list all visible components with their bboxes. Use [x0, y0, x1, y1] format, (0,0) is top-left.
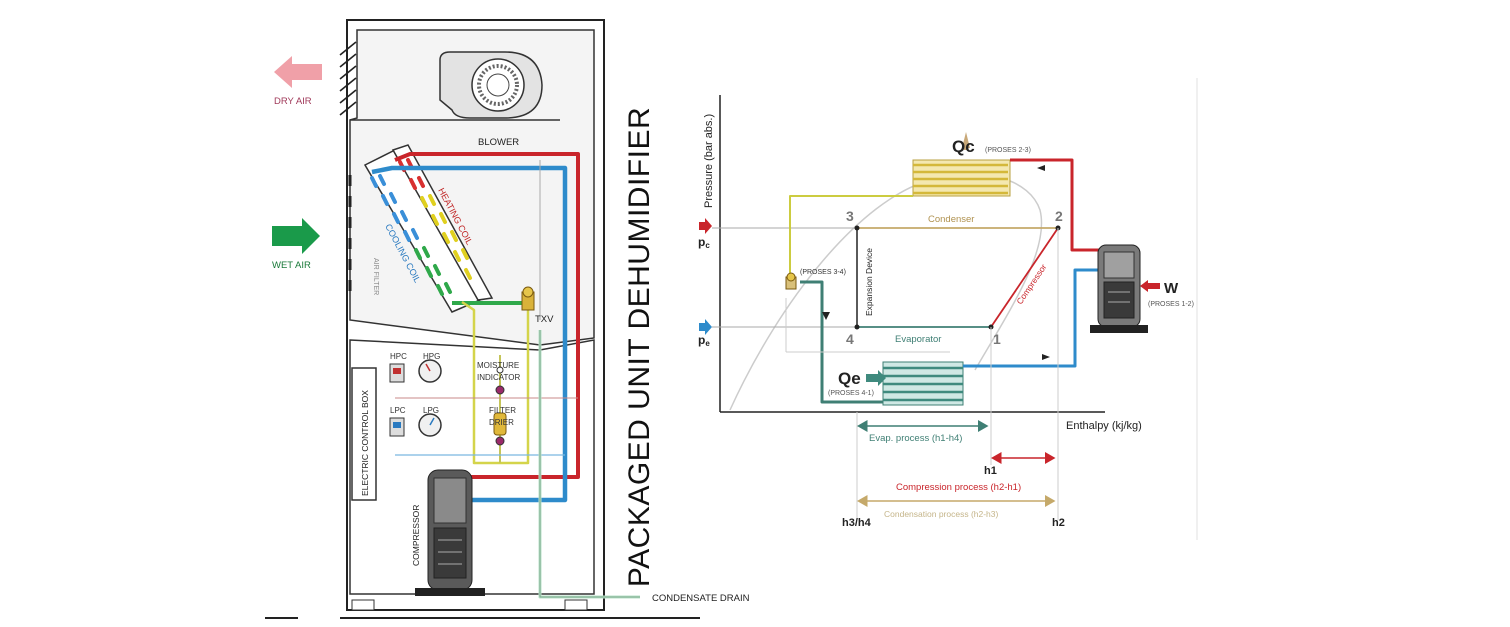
- point-3-label: 3: [846, 208, 854, 224]
- hpg-gauge-icon: [418, 359, 442, 383]
- expansion-valve-icon: [785, 272, 797, 290]
- pe-arrow: [699, 319, 712, 335]
- moisture-label-2: INDICATOR: [477, 373, 520, 382]
- lpg-gauge-icon: [418, 413, 442, 437]
- point-2-label: 2: [1055, 208, 1063, 224]
- moisture-indicator-icon: [495, 366, 505, 395]
- expansion-label: Expansion Device: [864, 248, 874, 316]
- txv-valve-icon: [521, 286, 535, 311]
- filter-drier-icon: [493, 412, 507, 446]
- hpc-switch-icon: [389, 363, 405, 383]
- ph-diagram: Pressure (bar abs.) Enthalpy (kj/kg) pc …: [698, 78, 1198, 540]
- dehumidifier-unit: DRY AIR WET AIR BLOWER: [265, 19, 750, 619]
- compression-process-label: Compression process (h2-h1): [896, 482, 1021, 493]
- txv-label: TXV: [535, 314, 554, 325]
- qe-label: Qe: [838, 369, 861, 388]
- y-axis-label: Pressure (bar abs.): [703, 114, 715, 208]
- filter-label-2: DRIER: [489, 418, 514, 427]
- cycle-loop: [785, 158, 1100, 404]
- blower-icon: [439, 51, 543, 119]
- x-axis-label: Enthalpy (kj/kg): [1066, 420, 1142, 432]
- h34-label: h3/h4: [842, 517, 872, 529]
- dry-air-label: DRY AIR: [274, 96, 312, 107]
- louvre-grille: [339, 41, 357, 116]
- blower-label: BLOWER: [478, 137, 519, 148]
- qe-note: (PROSES 4-1): [828, 390, 874, 397]
- qe-arrow: [866, 370, 886, 386]
- flow-arrow-3: [1042, 354, 1050, 360]
- lpc-label: LPC: [390, 406, 406, 415]
- w-arrow: [1140, 280, 1160, 292]
- page-title: PACKAGED UNIT DEHUMIDIFIER: [623, 106, 656, 588]
- condenser-label: Condenser: [928, 214, 974, 225]
- wet-air-arrow: [272, 218, 320, 254]
- refrigerant-piping: [371, 152, 640, 599]
- flow-arrow-2: [822, 312, 830, 320]
- w-label: W: [1164, 280, 1179, 297]
- pe-label: pe: [698, 333, 710, 348]
- lpc-switch-icon: [389, 417, 405, 437]
- air-filter-label: AIR FILTER: [372, 258, 379, 295]
- hpc-label: HPC: [390, 352, 407, 361]
- expansion-note: (PROSES 3-4): [800, 269, 846, 276]
- filter-label-1: FILTER: [489, 406, 516, 415]
- compressor-label: COMPRESSOR: [411, 505, 421, 566]
- condenser-coil-icon: [912, 159, 1011, 197]
- coil-assembly: [363, 144, 494, 313]
- flow-arrow-1: [1037, 165, 1045, 171]
- control-box: [351, 367, 377, 501]
- condensation-process-label: Condensation process (h2-h3): [884, 509, 999, 519]
- dry-air-arrow: [274, 56, 322, 88]
- w-note: (PROSES 1-2): [1148, 301, 1194, 308]
- evap-process-label: Evap. process (h1-h4): [869, 433, 962, 444]
- lpg-label: LPG: [423, 406, 439, 415]
- qc-label: Qc: [952, 137, 975, 156]
- evaporator-coil-icon: [882, 361, 964, 406]
- h1-label: h1: [984, 465, 997, 477]
- pc-arrow: [699, 218, 712, 234]
- moisture-label-1: MOISTURE: [477, 361, 519, 370]
- pc-label: pc: [698, 235, 710, 250]
- ph-compressor-icon: [1090, 244, 1148, 333]
- evaporator-label: Evaporator: [895, 334, 941, 345]
- condensate-drain-label: CONDENSATE DRAIN: [652, 593, 750, 604]
- hpg-label: HPG: [423, 352, 440, 361]
- point-4-label: 4: [846, 331, 854, 347]
- point-1-label: 1: [993, 331, 1001, 347]
- wet-air-label: WET AIR: [272, 260, 311, 271]
- compressor-icon: [415, 469, 485, 596]
- qc-note: (PROSES 2-3): [985, 147, 1031, 154]
- h2-label: h2: [1052, 517, 1065, 529]
- control-box-label: ELECTRIC CONTROL BOX: [360, 390, 370, 496]
